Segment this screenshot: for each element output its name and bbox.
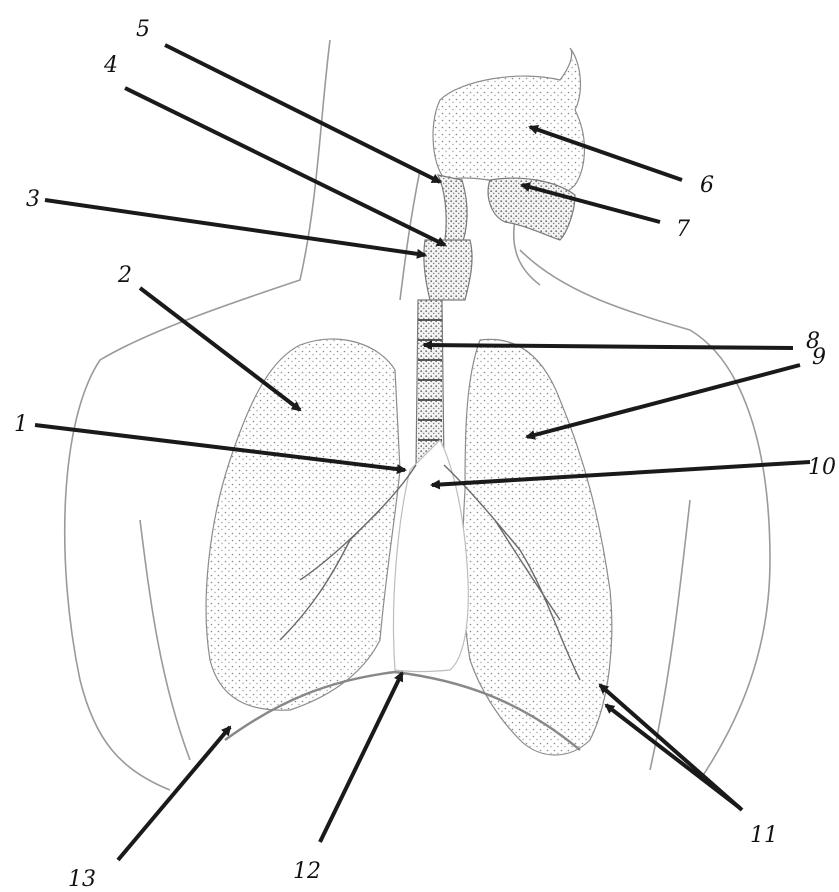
label-4: 4: [103, 53, 118, 78]
label-9: 9: [812, 345, 826, 370]
label-5: 5: [136, 17, 150, 42]
label-10: 10: [808, 455, 836, 480]
label-12: 12: [293, 859, 321, 884]
label-3: 3: [26, 187, 40, 212]
right-lung: [206, 339, 400, 710]
label-7: 7: [676, 217, 690, 242]
label-2: 2: [117, 263, 132, 288]
pharynx: [438, 175, 467, 250]
label-6: 6: [700, 173, 714, 198]
larynx: [424, 240, 472, 300]
label-13: 13: [68, 867, 96, 892]
mediastinum: [393, 440, 468, 672]
nasal-cavity: [433, 48, 584, 199]
label-1: 1: [14, 412, 28, 437]
arm-right-outline: [650, 500, 690, 770]
label-11: 11: [750, 823, 778, 848]
arm-left-outline: [140, 520, 190, 760]
